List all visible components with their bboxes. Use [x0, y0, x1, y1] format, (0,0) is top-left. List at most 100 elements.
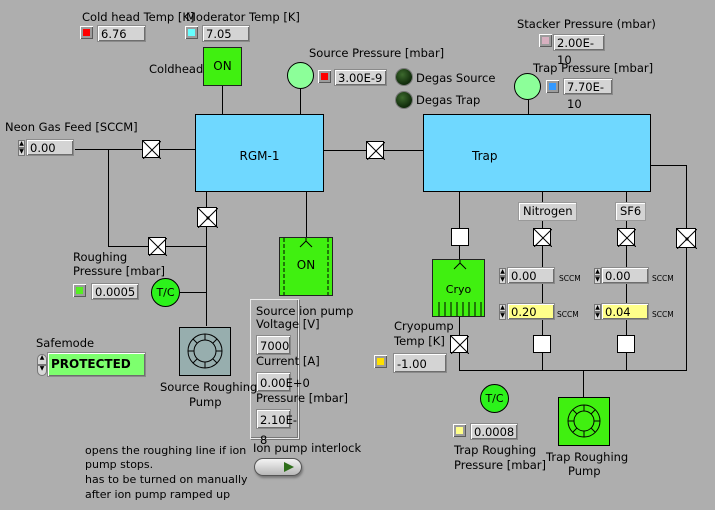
- trap-roughing-pump-label-line2: Pump: [568, 464, 601, 478]
- source-roughing-valve[interactable]: [197, 207, 218, 228]
- source-tc-gauge-icon: T/C: [151, 278, 180, 307]
- note-line2: pump stops.: [85, 458, 154, 471]
- degas-trap-led[interactable]: [396, 92, 412, 108]
- stacker-pressure-label: Stacker Pressure (mbar): [517, 17, 656, 31]
- pump-rotor-icon: [567, 404, 601, 438]
- cryo-label: Cryo: [445, 283, 472, 296]
- cold-head-temp-label: Cold head Temp [K]: [82, 10, 195, 24]
- rgm-chamber-label: RGM-1: [239, 149, 280, 163]
- sf6-setpoint-spinner[interactable]: ▲▼: [594, 304, 601, 320]
- coldhead-label: Coldhead: [149, 62, 204, 76]
- safemode-label: Safemode: [36, 336, 95, 350]
- trap-roughing-pressure-value: 0.0008: [470, 423, 518, 440]
- ion-pump-icon: [283, 238, 329, 295]
- safemode-spinner[interactable]: ▲▼: [37, 354, 47, 376]
- ion-pump-pressure-value: 2.10E-8: [256, 409, 297, 447]
- moderator-temp-label: Moderator Temp [K]: [186, 10, 300, 24]
- cryopump-temp-value: -1.00: [393, 353, 447, 373]
- safemode-value[interactable]: PROTECTED: [47, 352, 146, 377]
- cryopump-temp-label-line1: Cryopump: [394, 319, 454, 333]
- cryopump-temp-label-line2: Temp [K]: [394, 334, 445, 348]
- sf6-bottom-valve[interactable]: [617, 335, 635, 353]
- voltage-value: 7000: [256, 335, 291, 355]
- play-indicator-icon: [284, 462, 294, 472]
- cryo-pump-icon: [438, 260, 482, 316]
- nitrogen-setpoint-spinner[interactable]: ▲▼: [499, 304, 506, 320]
- moderator-temp-value: 7.05: [202, 25, 250, 42]
- stacker-pressure-value: 2.00E-10: [553, 34, 605, 67]
- cryo-top-valve[interactable]: [451, 228, 469, 246]
- sf6-actual-unit: SCCM: [652, 274, 674, 283]
- moderator-temp-led: [185, 26, 198, 39]
- roughing-pressure-led: [73, 284, 86, 297]
- sf6-actual-spinner[interactable]: ▲▼: [594, 268, 601, 284]
- source-pressure-led: [318, 70, 331, 83]
- neon-gas-feed-spinner[interactable]: ▲▼: [18, 140, 25, 156]
- nitrogen-actual-value: 0.00: [507, 267, 555, 284]
- cold-head-temp-led: [80, 26, 93, 39]
- coldhead-toggle-button[interactable]: ON: [203, 47, 242, 86]
- degas-source-label: Degas Source: [416, 71, 496, 85]
- sf6-setpoint-unit: SCCM: [652, 310, 674, 319]
- trap-chamber-label: Trap: [472, 149, 498, 163]
- source-roughing-pump-label-line1: Source Roughing: [160, 380, 258, 394]
- sf6-valve[interactable]: [617, 228, 636, 247]
- neon-bypass-valve[interactable]: [148, 237, 167, 256]
- source-roughing-pump-label-line2: Pump: [189, 395, 222, 409]
- rgm-trap-valve[interactable]: [366, 141, 385, 160]
- trap-pressure-led: [546, 80, 559, 93]
- note-line1: opens the roughing line if ion: [85, 444, 247, 457]
- source-pressure-gauge-icon: [287, 62, 314, 89]
- trap-roughing-pump-icon[interactable]: [558, 397, 610, 446]
- trap-roughing-pressure-led: [453, 424, 466, 437]
- current-value: 0.00E+0: [256, 372, 310, 392]
- trap-roughing-pressure-label-line2: Pressure [mbar]: [454, 458, 547, 472]
- cryopump-temp-led: [374, 355, 387, 368]
- source-roughing-pump-icon[interactable]: [179, 327, 231, 376]
- nitrogen-actual-spinner[interactable]: ▲▼: [499, 268, 506, 284]
- trap-pressure-gauge-icon: [514, 73, 541, 100]
- note-line3: has to be turned on manually: [85, 473, 248, 486]
- ion-pump-toggle-button[interactable]: ON: [279, 237, 333, 296]
- pressure-label: Pressure [mbar]: [256, 391, 349, 405]
- neon-gas-feed-input[interactable]: 0.00: [26, 139, 74, 156]
- neon-feed-valve[interactable]: [142, 140, 161, 159]
- trap-roughing-valve[interactable]: [676, 228, 697, 249]
- source-pressure-value: 3.00E-9: [334, 69, 387, 86]
- nitrogen-actual-unit: SCCM: [559, 274, 581, 283]
- trap-pressure-value: 7.70E-10: [563, 78, 613, 111]
- source-ion-pump-panel: [250, 299, 299, 439]
- trap-chamber: Trap: [423, 114, 651, 192]
- ion-pump-interlock-toggle[interactable]: [254, 458, 302, 476]
- nitrogen-button[interactable]: Nitrogen: [518, 202, 578, 221]
- nitrogen-valve[interactable]: [533, 228, 552, 247]
- stacker-pressure-led: [539, 34, 552, 47]
- nitrogen-bottom-valve[interactable]: [533, 335, 551, 353]
- sf6-actual-value: 0.00: [601, 267, 649, 284]
- trap-tc-gauge-icon: T/C: [480, 384, 509, 413]
- ion-pump-interlock-label: Ion pump interlock: [253, 441, 362, 455]
- source-pressure-label: Source Pressure [mbar]: [309, 46, 445, 60]
- cryo-pump-button[interactable]: Cryo: [432, 259, 485, 317]
- degas-source-led[interactable]: [396, 69, 412, 85]
- nitrogen-setpoint-input[interactable]: 0.20: [507, 303, 555, 320]
- source-ion-pump-title: Source ion pump: [256, 304, 354, 318]
- trap-roughing-pressure-label-line1: Trap Roughing: [454, 443, 537, 457]
- pump-rotor-icon: [187, 333, 223, 369]
- trap-roughing-pump-label-line1: Trap Roughing: [546, 450, 629, 464]
- ion-pump-state: ON: [296, 258, 316, 272]
- cold-head-temp-value: 6.76: [97, 25, 146, 42]
- sf6-button[interactable]: SF6: [615, 202, 647, 221]
- roughing-pressure-value: 0.0005: [91, 283, 139, 300]
- roughing-pressure-label-line2: Pressure [mbar]: [73, 264, 166, 278]
- cryo-bottom-valve[interactable]: [450, 335, 469, 354]
- sf6-setpoint-input[interactable]: 0.04: [601, 303, 649, 320]
- note-line4: after ion pump ramped up: [85, 488, 231, 501]
- degas-trap-label: Degas Trap: [416, 93, 481, 107]
- roughing-pressure-label-line1: Roughing: [73, 250, 128, 264]
- current-label: Current [A]: [256, 354, 320, 368]
- neon-gas-feed-label: Neon Gas Feed [SCCM]: [5, 120, 138, 134]
- rgm-chamber: RGM-1: [195, 114, 324, 192]
- trap-pressure-label: Trap Pressure [mbar]: [533, 61, 654, 75]
- nitrogen-setpoint-unit: SCCM: [557, 310, 579, 319]
